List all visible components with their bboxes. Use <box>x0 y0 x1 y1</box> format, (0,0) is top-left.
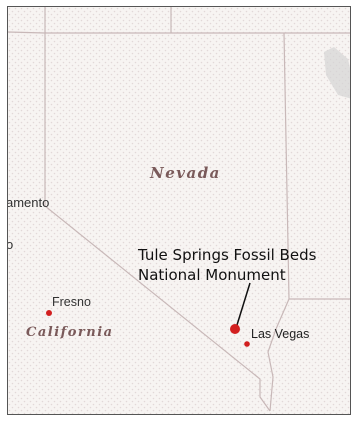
map-canvas[interactable]: Nevada California amento o Fresno Las Ve… <box>8 7 351 415</box>
city-label-partial: o <box>8 237 13 252</box>
city-label-las-vegas: Las Vegas <box>251 327 309 341</box>
city-label-fresno: Fresno <box>52 295 91 309</box>
border-nv-ut-az <box>267 32 290 412</box>
state-label-california: California <box>26 325 114 340</box>
land-texture <box>8 7 350 414</box>
monument-marker[interactable] <box>230 324 240 334</box>
state-label-nevada: Nevada <box>149 164 221 182</box>
border-northern <box>8 31 350 34</box>
callout-label-line1: Tule Springs Fossil Beds <box>137 246 317 264</box>
callout-leader-line <box>236 282 251 326</box>
callout-label-line2: National Monument <box>138 266 286 284</box>
city-marker-fresno[interactable] <box>46 310 52 316</box>
lake-patch <box>324 47 350 99</box>
border-ca-nv <box>44 33 271 412</box>
map-frame: Nevada California amento o Fresno Las Ve… <box>7 6 351 415</box>
city-label-sacramento: amento <box>8 195 49 210</box>
city-marker-las-vegas[interactable] <box>244 341 250 347</box>
